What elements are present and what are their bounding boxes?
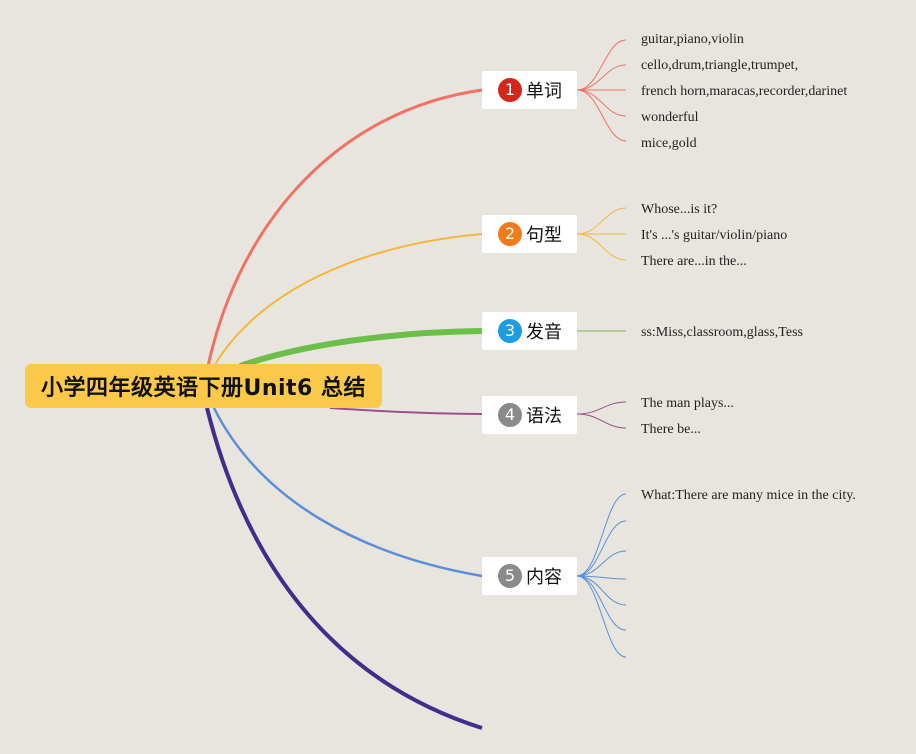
leaf-connectors-4 (576, 401, 627, 429)
branch-topic-1[interactable]: 1 单词 (482, 71, 577, 109)
root-topic[interactable]: 小学四年级英语下册Unit6 总结 (25, 364, 382, 408)
connector-branch-2 (213, 233, 483, 367)
leaf-1-3[interactable]: french horn,maracas,recorder,darinet (641, 84, 848, 99)
branch-label-1: 单词 (526, 81, 562, 102)
connector-branch-4 (329, 407, 483, 415)
root-title: 小学四年级英语下册Unit6 总结 (40, 376, 367, 401)
number-2-icon: 2 (498, 222, 522, 246)
number-1-icon: 1 (498, 78, 522, 102)
connector-branch-1 (206, 88, 483, 367)
leaf-4-1[interactable]: The man plays... (641, 396, 734, 411)
branch-label-3: 发音 (526, 322, 562, 343)
branch-topic-4[interactable]: 4 语法 (482, 396, 577, 434)
connector-branch-3 (239, 328, 483, 369)
leaf-1-5[interactable]: mice,gold (641, 136, 697, 151)
leaf-1-1[interactable]: guitar,piano,violin (641, 32, 744, 47)
branch-label-4: 语法 (526, 406, 562, 427)
leaf-3-1[interactable]: ss:Miss,classroom,glass,Tess (641, 325, 803, 340)
branch-topic-3[interactable]: 3 发音 (482, 312, 577, 350)
leaf-connectors-1 (576, 39, 627, 142)
branch-label-2: 句型 (526, 225, 562, 246)
branch-label-5: 内容 (526, 567, 562, 588)
number-4-icon: 4 (498, 403, 522, 427)
leaf-connectors-2 (576, 207, 627, 261)
leaf-4-2[interactable]: There be... (641, 422, 701, 437)
leaf-5-1[interactable]: What:There are many mice in the city. (641, 488, 856, 503)
number-3-icon: 3 (498, 319, 522, 343)
branch-topic-2[interactable]: 2 句型 (482, 215, 577, 253)
connector-extra-branch (205, 407, 483, 730)
leaf-1-2[interactable]: cello,drum,triangle,trumpet, (641, 58, 799, 73)
connector-branch-5 (212, 407, 483, 578)
number-5-icon: 5 (498, 564, 522, 588)
leaf-2-3[interactable]: There are...in the... (641, 254, 747, 269)
leaf-1-4[interactable]: wonderful (641, 110, 699, 125)
leaf-2-1[interactable]: Whose...is it? (641, 202, 718, 217)
leaf-2-2[interactable]: It's ...'s guitar/violin/piano (641, 228, 788, 243)
branch-topic-5[interactable]: 5 内容 (482, 557, 577, 595)
leaf-connectors-5 (576, 493, 627, 658)
